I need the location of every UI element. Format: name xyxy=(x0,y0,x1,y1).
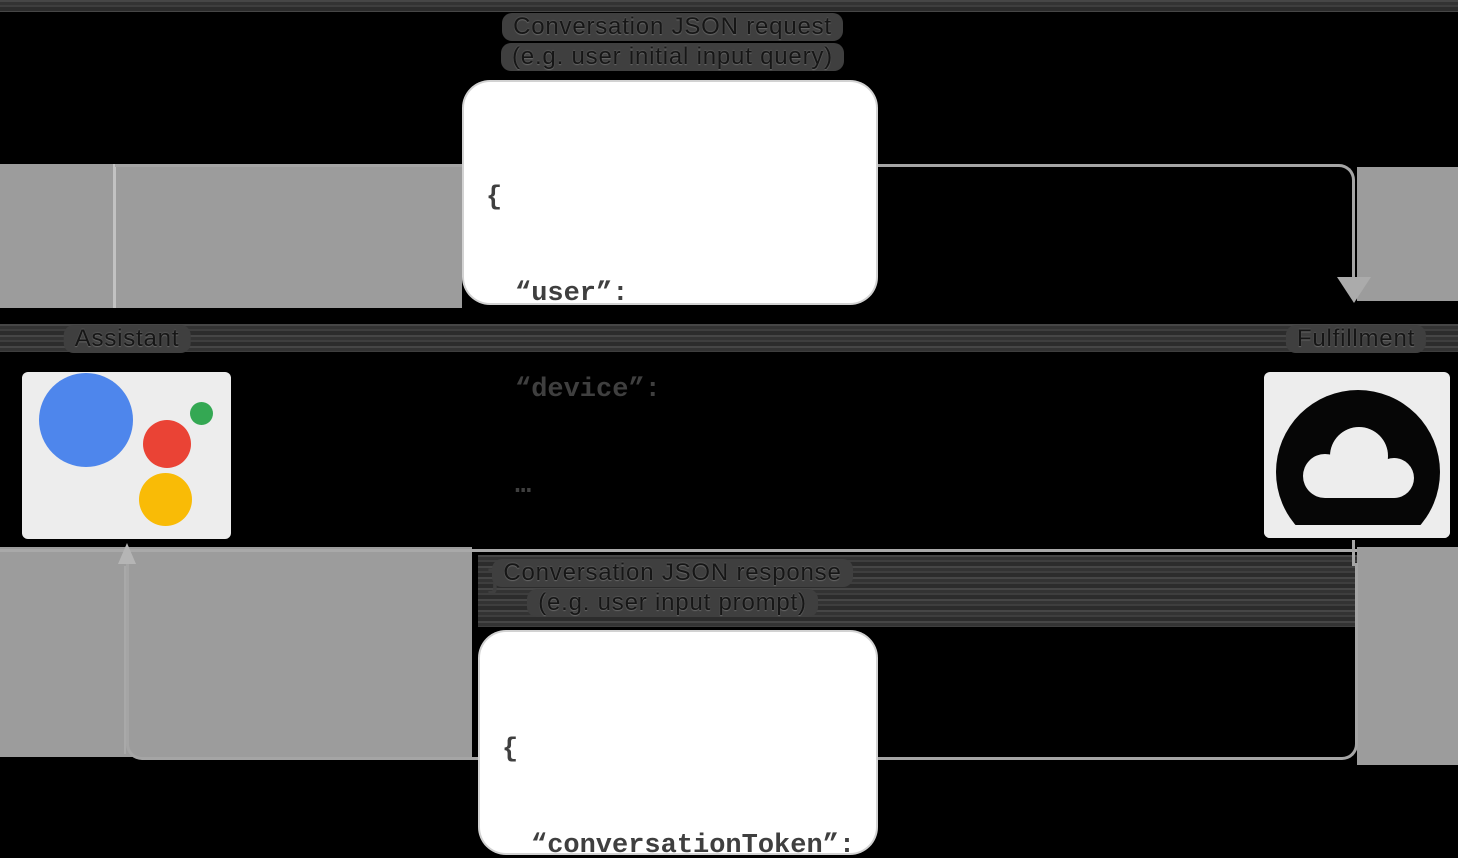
request-code-line: “device”: xyxy=(515,375,661,405)
response-code-line: { xyxy=(502,735,519,765)
response-label: Conversation JSON response (e.g. user in… xyxy=(0,559,1345,617)
google-cloud-icon xyxy=(1264,390,1450,538)
response-label-subtitle: (e.g. user input prompt) xyxy=(527,589,818,617)
request-json-panel: { “user”: “device”: … } xyxy=(462,80,878,597)
request-label: Conversation JSON request (e.g. user ini… xyxy=(0,13,1345,71)
assistant-blue-circle xyxy=(39,373,133,467)
assistant-label: Assistant xyxy=(63,325,191,353)
request-code-line: “user”: xyxy=(515,279,629,309)
request-label-title: Conversation JSON request xyxy=(502,13,843,41)
assistant-red-circle xyxy=(143,420,191,468)
top-edge-band xyxy=(0,0,1458,12)
fulfillment-icon xyxy=(1264,372,1450,538)
request-code-line: { xyxy=(486,183,503,213)
response-arrowhead-up-icon xyxy=(118,543,136,564)
fulfillment-label: Fulfillment xyxy=(1285,325,1427,353)
response-arrow-stub xyxy=(1352,540,1355,566)
response-band-left xyxy=(0,547,472,757)
response-label-title: Conversation JSON response xyxy=(492,559,853,587)
endpoint-label-band xyxy=(0,324,1458,352)
response-top-seam xyxy=(0,549,1357,552)
request-arrowhead-down-icon xyxy=(1337,277,1371,303)
assistant-up-seam xyxy=(113,164,116,308)
request-band-left xyxy=(0,164,462,308)
request-code-line: … xyxy=(515,471,532,501)
response-band-right xyxy=(1357,547,1458,765)
request-label-subtitle: (e.g. user initial input query) xyxy=(501,43,844,71)
response-code-line: “conversationToken”: xyxy=(531,831,856,858)
assistant-yellow-circle xyxy=(139,473,192,526)
response-left-seam xyxy=(124,566,126,754)
request-band-right xyxy=(1357,167,1458,301)
response-json-panel: { “conversationToken”: “userStorage”: … … xyxy=(478,630,878,858)
assistant-icon xyxy=(22,372,231,539)
assistant-green-circle xyxy=(190,402,213,425)
